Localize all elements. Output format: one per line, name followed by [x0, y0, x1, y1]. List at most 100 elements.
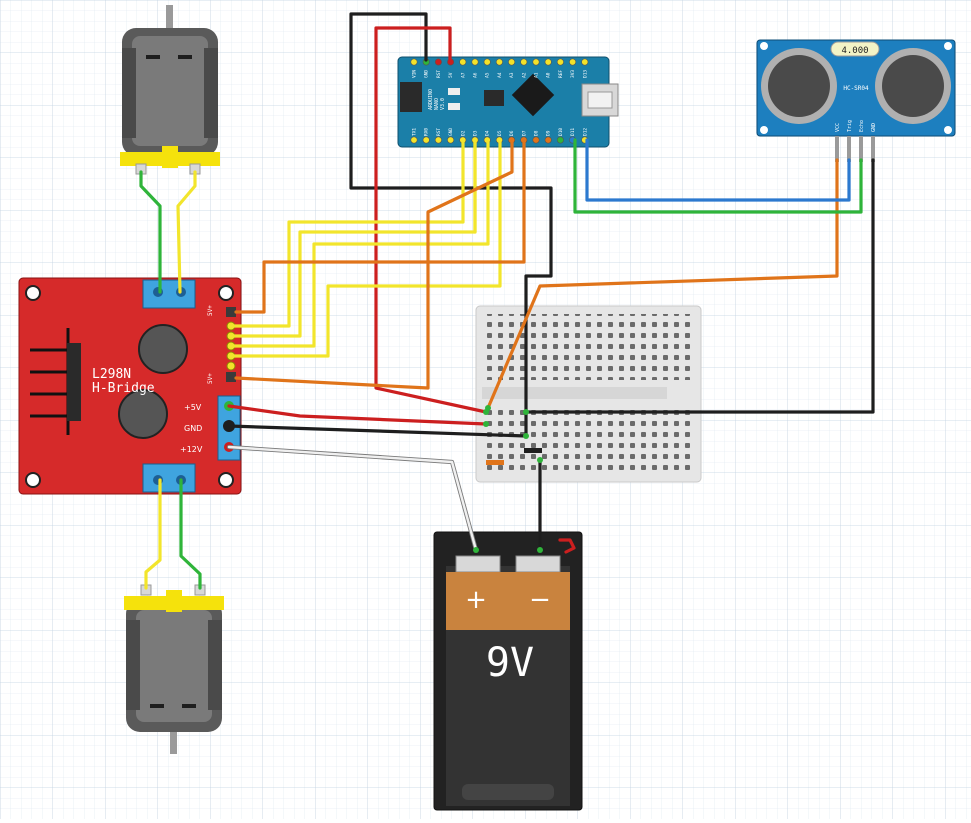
- nano-5v-wire: [374, 26, 488, 414]
- arduino-top-pin-label: RST: [436, 70, 442, 78]
- hbridge-header-top-label: 5V+: [207, 305, 214, 316]
- sensor-pin-label: Trig: [847, 120, 853, 132]
- arduino-bottom-pin: [434, 136, 442, 144]
- arduino-top-pin: [459, 58, 467, 66]
- arduino-top-pin-label: D13: [582, 70, 588, 78]
- motor-bottom-lead-a: [144, 478, 162, 590]
- arduino-top-pin: [544, 58, 552, 66]
- arduino-top-pin-label: A1: [534, 72, 540, 78]
- wire-ends: [473, 405, 543, 553]
- hc-sr04-sensor: 4.000 HC-SR04 VCC Trig Echo GND: [756, 39, 956, 162]
- sensor-vcc-wire: [486, 158, 839, 410]
- arduino-top-pin: [410, 58, 418, 66]
- motor-bottom-lead-b: [179, 478, 202, 590]
- sensor-pin-label: VCC: [835, 123, 841, 132]
- arduino-top-pin: [520, 58, 528, 66]
- sensor-pin: [847, 136, 851, 162]
- hbridge-pin-gnd-label: GND: [184, 424, 202, 433]
- battery-plus-label: +: [465, 585, 487, 615]
- wire-end-dot: [523, 433, 529, 439]
- arduino-top-pin: [471, 58, 479, 66]
- wire-end-dot: [537, 457, 543, 463]
- arduino-bottom-pin-label: D12: [582, 128, 588, 136]
- hbridge-title-line1: L298N: [92, 367, 131, 382]
- sensor-pin: [871, 136, 875, 162]
- sensor-pin: [859, 136, 863, 162]
- arduino-bottom-pin: [410, 136, 418, 144]
- nano-gnd-wire: [349, 12, 553, 438]
- arduino-bottom-pin-label: GND: [448, 128, 454, 136]
- arduino-top-pin-label: 3V3: [570, 70, 576, 78]
- arduino-top-pin: [508, 58, 516, 66]
- sensor-trig-wire: [585, 138, 851, 202]
- breadboard: [475, 305, 702, 483]
- battery-voltage-label: 9V: [486, 640, 534, 686]
- sensor-gnd-wire: [524, 158, 875, 414]
- hbridge-pin-12v-label: +12V: [180, 445, 203, 454]
- battery-clip-wire: [558, 538, 576, 554]
- arduino-top-pin-label: GND: [424, 70, 430, 78]
- arduino-name-line1: ARDUINO: [428, 89, 434, 110]
- arduino-top-pin-label: A6: [473, 72, 479, 78]
- arduino-bottom-pin-label: D3: [473, 130, 479, 136]
- wires: [139, 12, 875, 590]
- l298n-h-bridge: L298N H-Bridge +5V GND +12V 5V+ 5V+: [18, 277, 242, 495]
- arduino-top-pin: [495, 58, 503, 66]
- hbridge-header-bottom-label: 5V+: [207, 373, 214, 384]
- wire-end-dot: [473, 547, 479, 553]
- arduino-top-pin: [483, 58, 491, 66]
- arduino-bottom-pin: [422, 136, 430, 144]
- arduino-bottom-pin-label: RST: [436, 128, 442, 136]
- enable-wire-b: [234, 138, 526, 314]
- wire-end-dot: [485, 405, 491, 411]
- arduino-bottom-pin-label: RX0: [424, 128, 430, 136]
- arduino-top-pin: [556, 58, 564, 66]
- arduino-bottom-pin: [447, 136, 455, 144]
- arduino-top-pin-label: A3: [509, 72, 515, 78]
- hbridge-title-line2: H-Bridge: [92, 381, 155, 396]
- arduino-bottom-pin-label: D2: [460, 130, 466, 136]
- sensor-pin: [835, 136, 839, 162]
- sensor-pin-label: GND: [871, 123, 877, 132]
- arduino-top-pin-label: 5V: [448, 72, 454, 78]
- wire-end-dot: [523, 409, 529, 415]
- dc-motor-bottom: [124, 584, 224, 754]
- arduino-bottom-pin: [544, 136, 552, 144]
- wire-end-dot: [483, 421, 489, 427]
- arduino-bottom-pin-label: D5: [497, 130, 503, 136]
- arduino-bottom-pin-label: D8: [534, 130, 540, 136]
- motor-top-lead-b: [176, 170, 197, 294]
- arduino-bottom-pin-label: D4: [485, 130, 491, 136]
- arduino-top-pin-label: A5: [485, 72, 491, 78]
- enable-wire-a: [234, 138, 514, 390]
- battery-9v: + − 9V: [433, 531, 583, 811]
- hbridge-gnd-wire: [227, 424, 528, 438]
- arduino-top-pin-label: VIN: [412, 70, 418, 78]
- hbridge-pin-5v-label: +5V: [184, 403, 202, 412]
- motor-top-lead-a: [139, 170, 162, 294]
- battery-minus-label: −: [529, 585, 551, 615]
- arduino-bottom-pin-label: D7: [521, 130, 527, 136]
- arduino-top-pin-label: A7: [460, 72, 466, 78]
- sensor-model-label: HC-SR04: [843, 85, 869, 92]
- wire-end-dot: [537, 547, 543, 553]
- dc-motor-top: [120, 5, 220, 175]
- sensor-badge: 4.000: [841, 46, 868, 56]
- arduino-bottom-pin-label: D6: [509, 130, 515, 136]
- arduino-top-pin: [532, 58, 540, 66]
- sensor-pin-label: Echo: [859, 120, 865, 132]
- arduino-top-pin: [569, 58, 577, 66]
- arduino-bottom-pin-label: D9: [546, 130, 552, 136]
- arduino-name-line3: V3.0: [440, 98, 446, 110]
- arduino-top-pin-label: REF: [558, 70, 564, 78]
- arduino-bottom-pin-label: D11: [570, 128, 576, 136]
- signal-wire-d5: [229, 138, 502, 358]
- arduino-top-pin-label: A4: [497, 72, 503, 78]
- arduino-bottom-pin: [556, 136, 564, 144]
- hbridge-5v-wire: [227, 404, 488, 426]
- sensor-echo-wire: [573, 138, 863, 214]
- arduino-top-pin: [581, 58, 589, 66]
